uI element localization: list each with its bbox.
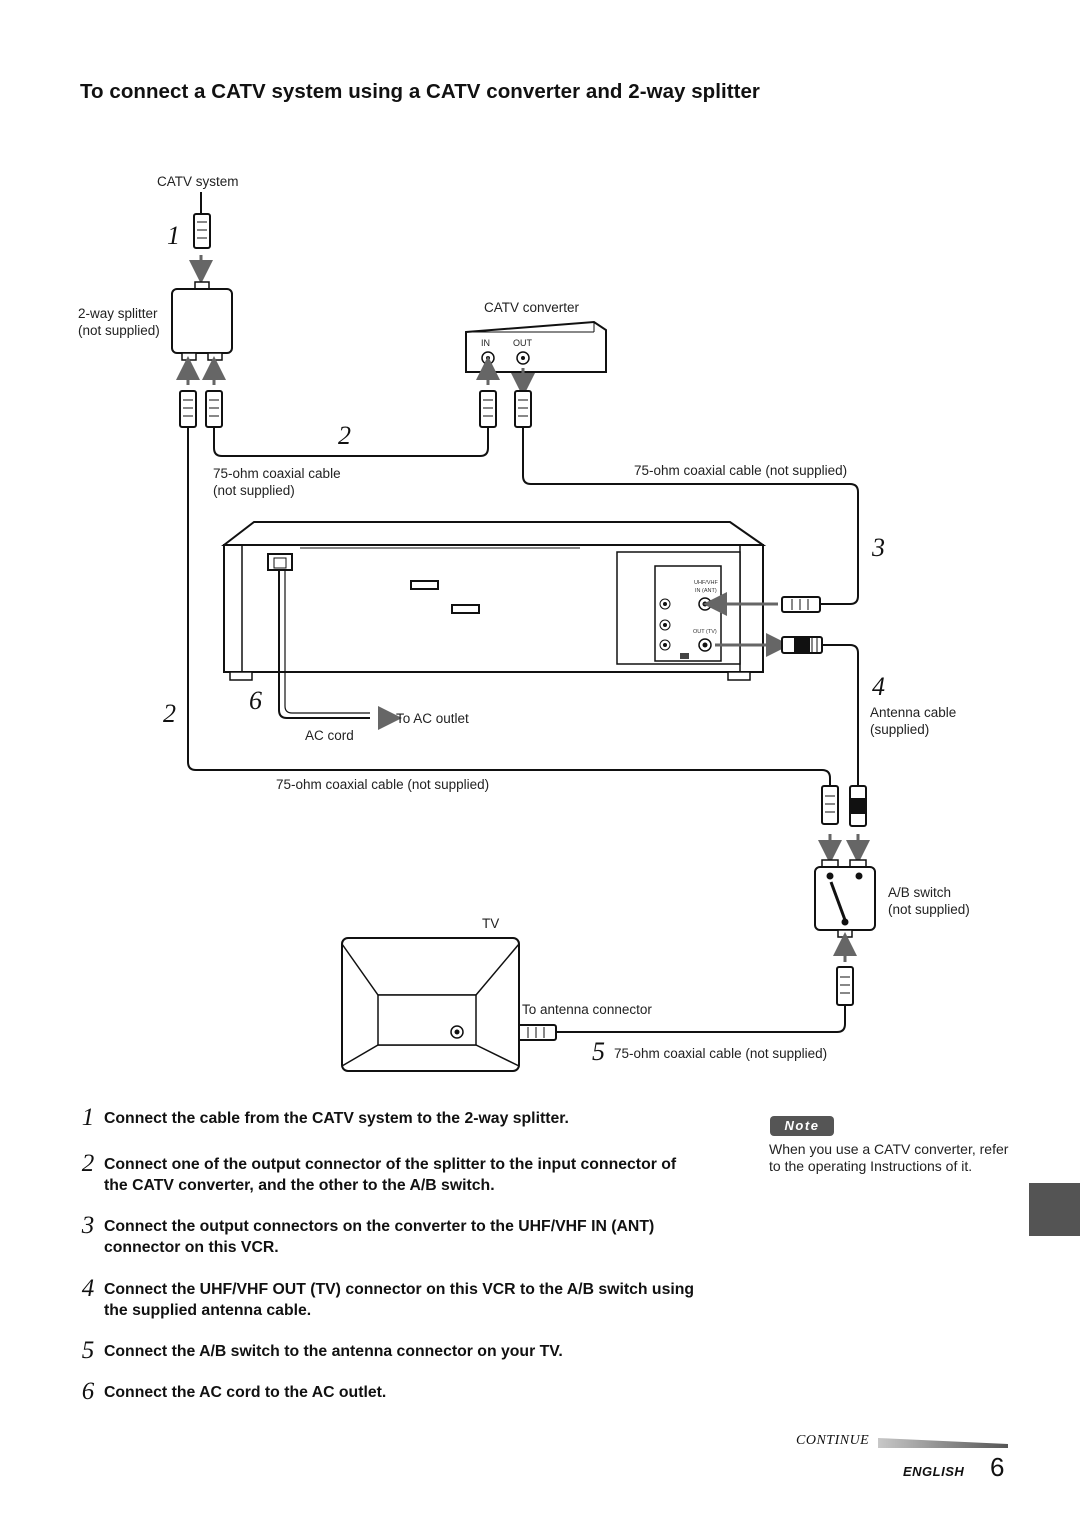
section-tab	[1029, 1183, 1080, 1236]
note-text: When you use a CATV converter, refer to …	[769, 1141, 1009, 1174]
tv-label: TV	[482, 916, 499, 931]
antenna-plug-icon	[781, 636, 823, 654]
cable-left-label-2: (not supplied)	[213, 483, 295, 498]
continue-label: CONTINUE	[796, 1433, 870, 1448]
step-number: 3	[81, 1212, 95, 1239]
step-text: Connect the output connectors on the con…	[104, 1218, 655, 1256]
plug-icon	[781, 596, 821, 613]
antenna-connector-label: To antenna connector	[522, 1002, 652, 1017]
marker-4: 4	[872, 672, 885, 701]
marker-3: 3	[871, 533, 885, 562]
page-number: 6	[990, 1452, 1005, 1482]
plug-icon	[514, 390, 532, 428]
step-number: 5	[81, 1337, 95, 1364]
plug-icon	[821, 785, 839, 825]
page-title: To connect a CATV system using a CATV co…	[80, 80, 760, 103]
vcr-in-label-2: IN (ANT)	[695, 588, 717, 594]
catv-system-label: CATV system	[157, 174, 239, 189]
language-label: ENGLISH	[903, 1464, 965, 1479]
cable-left-label-1: 75-ohm coaxial cable	[213, 466, 341, 481]
ac-outlet-label: To AC outlet	[396, 711, 469, 726]
step-text: Connect the cable from the CATV system t…	[104, 1110, 569, 1127]
step-text: Connect one of the output connector of t…	[104, 1156, 677, 1194]
marker-1: 1	[167, 221, 180, 250]
step-number: 6	[81, 1378, 95, 1405]
marker-6: 6	[249, 686, 262, 715]
cable-tv-label: 75-ohm coaxial cable (not supplied)	[614, 1046, 827, 1061]
step-number: 4	[81, 1275, 95, 1302]
converter-box	[465, 320, 607, 373]
converter-label: CATV converter	[484, 300, 580, 315]
continue-arrow-icon	[878, 1438, 1008, 1448]
vcr-out-label: OUT (TV)	[693, 629, 717, 635]
antenna-cable-label-2: (supplied)	[870, 722, 929, 737]
plug-icon	[205, 390, 223, 428]
step-text: Connect the AC cord to the AC outlet.	[104, 1384, 387, 1401]
splitter-icon	[171, 281, 233, 361]
splitter-label-1: 2-way splitter	[78, 306, 158, 321]
cable-bottom-label: 75-ohm coaxial cable (not supplied)	[276, 777, 489, 792]
marker-2-left: 2	[163, 699, 176, 728]
cable-right-label: 75-ohm coaxial cable (not supplied)	[634, 463, 847, 478]
plug-icon	[517, 1024, 557, 1041]
converter-out-label: OUT	[513, 338, 533, 348]
marker-5: 5	[592, 1037, 605, 1066]
converter-in-label: IN	[481, 338, 490, 348]
splitter-label-2: (not supplied)	[78, 323, 160, 338]
vcr-in-label-1: UHF/VHF	[694, 580, 718, 586]
ab-switch-label-2: (not supplied)	[888, 902, 970, 917]
step-number: 1	[81, 1104, 95, 1131]
vcr-rear-panel	[221, 521, 767, 681]
note-badge: Note	[770, 1116, 834, 1136]
marker-2-top: 2	[338, 421, 351, 450]
connection-diagram: CATV system 1 2-way splitter (not suppli…	[78, 174, 970, 1072]
antenna-cable-label-1: Antenna cable	[870, 705, 956, 720]
antenna-plug-icon	[849, 785, 867, 827]
catv-plug-icon	[193, 213, 211, 249]
ab-switch-label-1: A/B switch	[888, 885, 951, 900]
step-number: 2	[81, 1150, 95, 1177]
plug-icon	[836, 966, 854, 1006]
step-text: Connect the UHF/VHF OUT (TV) connector o…	[104, 1281, 695, 1319]
tv-icon	[341, 937, 520, 1072]
plug-icon	[179, 390, 197, 428]
plug-icon	[479, 390, 497, 428]
ac-cord-label: AC cord	[305, 728, 354, 743]
step-text: Connect the A/B switch to the antenna co…	[104, 1343, 563, 1360]
ab-switch-icon	[814, 859, 876, 938]
